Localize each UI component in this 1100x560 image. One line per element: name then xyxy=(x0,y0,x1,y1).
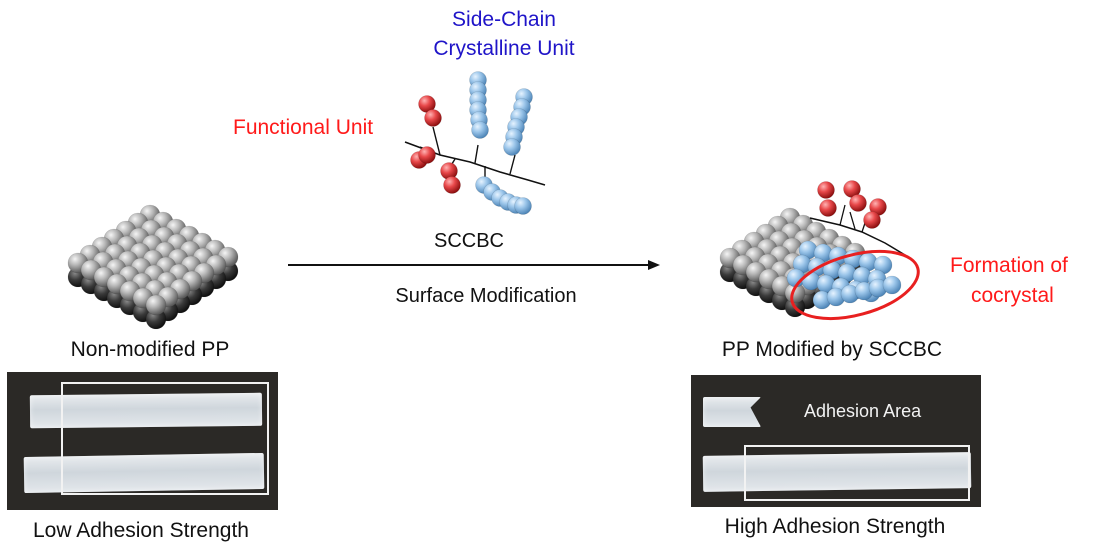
red-sphere xyxy=(849,194,867,212)
low-adhesion-photo xyxy=(7,372,278,510)
blue-sphere xyxy=(882,275,902,295)
functional-spheres xyxy=(410,95,461,194)
sccbc-molecule xyxy=(404,71,546,215)
crystalline-chains xyxy=(469,71,533,215)
red-sphere xyxy=(418,146,436,164)
surface-modification-label: Surface Modification xyxy=(395,285,577,307)
cocrystal-ellipse xyxy=(790,249,920,321)
modified-pp-block xyxy=(719,180,906,318)
red-sphere xyxy=(819,199,837,217)
functional-unit-label: Functional Unit xyxy=(233,116,374,139)
formation-label-line2: cocrystal xyxy=(971,284,1054,307)
formation-label-line1: Formation of xyxy=(950,254,1068,277)
high-adhesion-photo: Adhesion Area xyxy=(691,375,981,507)
side-chain-label-line2: Crystalline Unit xyxy=(433,37,575,60)
red-sphere xyxy=(443,176,461,194)
blue-sphere xyxy=(514,197,532,215)
red-sphere xyxy=(817,181,835,199)
sccbc-label: SCCBC xyxy=(433,230,505,252)
side-branch xyxy=(849,211,856,230)
red-sphere xyxy=(863,211,881,229)
non-modified-pp-label: Non-modified PP xyxy=(70,338,230,361)
non-modified-pp-block xyxy=(67,204,239,330)
adhesion-area-label: Adhesion Area xyxy=(804,401,922,421)
pp-modified-label: PP Modified by SCCBC xyxy=(721,338,943,361)
adhesion-area-frame-right xyxy=(744,445,970,501)
gray-sphere xyxy=(145,294,167,316)
low-adhesion-label: Low Adhesion Strength xyxy=(33,519,249,542)
surface-modification-arrow xyxy=(288,260,660,270)
blue-sphere xyxy=(503,138,521,156)
side-branch xyxy=(839,204,846,226)
pp-strip-broken xyxy=(703,397,761,427)
adhesion-area-frame xyxy=(61,382,269,495)
blue-sphere xyxy=(471,121,489,139)
high-adhesion-label: High Adhesion Strength xyxy=(724,515,946,538)
red-sphere xyxy=(424,109,442,127)
side-chain-label-line1: Side-Chain xyxy=(452,8,556,31)
